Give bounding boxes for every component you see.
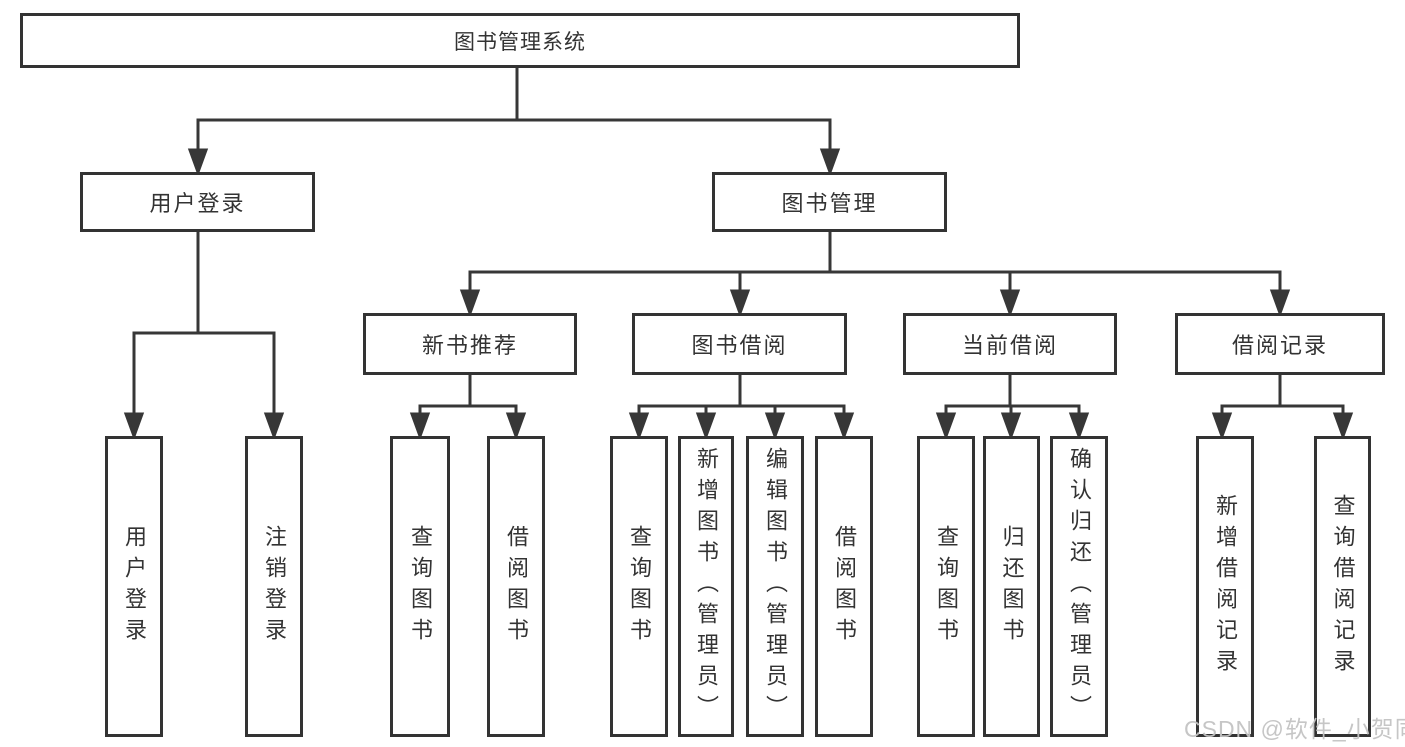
- node-book-management: 图书管理: [712, 172, 947, 232]
- leaf-borrow-query-label: 查询图书: [627, 524, 652, 649]
- leaf-newbooks-query: 查询图书: [390, 436, 450, 737]
- leaf-current-confirm-admin: 确认归还（管理员）: [1050, 436, 1108, 737]
- leaf-current-query: 查询图书: [917, 436, 975, 737]
- leaf-borrow-edit-admin: 编辑图书（管理员）: [746, 436, 804, 737]
- leaf-current-query-label: 查询图书: [934, 524, 959, 649]
- leaf-newbooks-borrow: 借阅图书: [487, 436, 545, 737]
- leaf-logout-login-label: 注销登录: [262, 524, 287, 649]
- node-library-system: 图书管理系统: [20, 13, 1020, 68]
- node-borrow-records-label: 借阅记录: [1231, 333, 1328, 358]
- leaf-newbooks-borrow-label: 借阅图书: [504, 524, 529, 649]
- node-new-book-recommend-label: 新书推荐: [421, 333, 518, 358]
- leaf-user-login-label: 用户登录: [122, 524, 147, 649]
- node-current-borrow-label: 当前借阅: [961, 333, 1058, 358]
- leaf-records-add-label: 新增借阅记录: [1213, 493, 1238, 680]
- node-book-management-label: 图书管理: [781, 191, 878, 216]
- leaf-borrow-query: 查询图书: [610, 436, 668, 737]
- leaf-current-return-label: 归还图书: [999, 524, 1025, 649]
- node-current-borrow: 当前借阅: [903, 313, 1117, 375]
- leaf-records-add: 新增借阅记录: [1196, 436, 1254, 737]
- leaf-newbooks-query-label: 查询图书: [408, 524, 433, 649]
- leaf-current-confirm-admin-label: 确认归还（管理员）: [1067, 447, 1092, 726]
- node-user-login: 用户登录: [80, 172, 315, 232]
- node-user-login-label: 用户登录: [149, 191, 246, 216]
- leaf-borrow-edit-admin-label: 编辑图书（管理员）: [763, 447, 788, 726]
- node-borrow-records: 借阅记录: [1175, 313, 1385, 375]
- csdn-watermark: CSDN @软件_小贺同学: [1184, 716, 1405, 742]
- leaf-user-login: 用户登录: [105, 436, 163, 737]
- leaf-borrow-borrow-label: 借阅图书: [832, 524, 857, 649]
- node-book-borrow: 图书借阅: [632, 313, 847, 375]
- node-book-borrow-label: 图书借阅: [691, 333, 788, 358]
- leaf-borrow-add-admin: 新增图书（管理员）: [678, 436, 734, 737]
- leaf-current-return: 归还图书: [983, 436, 1040, 737]
- leaf-records-query-label: 查询借阅记录: [1330, 493, 1356, 680]
- leaf-borrow-add-admin-label: 新增图书（管理员）: [694, 447, 719, 726]
- node-new-book-recommend: 新书推荐: [363, 313, 577, 375]
- leaf-records-query: 查询借阅记录: [1314, 436, 1371, 737]
- leaf-logout-login: 注销登录: [245, 436, 303, 737]
- leaf-borrow-borrow: 借阅图书: [815, 436, 873, 737]
- node-library-system-label: 图书管理系统: [454, 30, 586, 54]
